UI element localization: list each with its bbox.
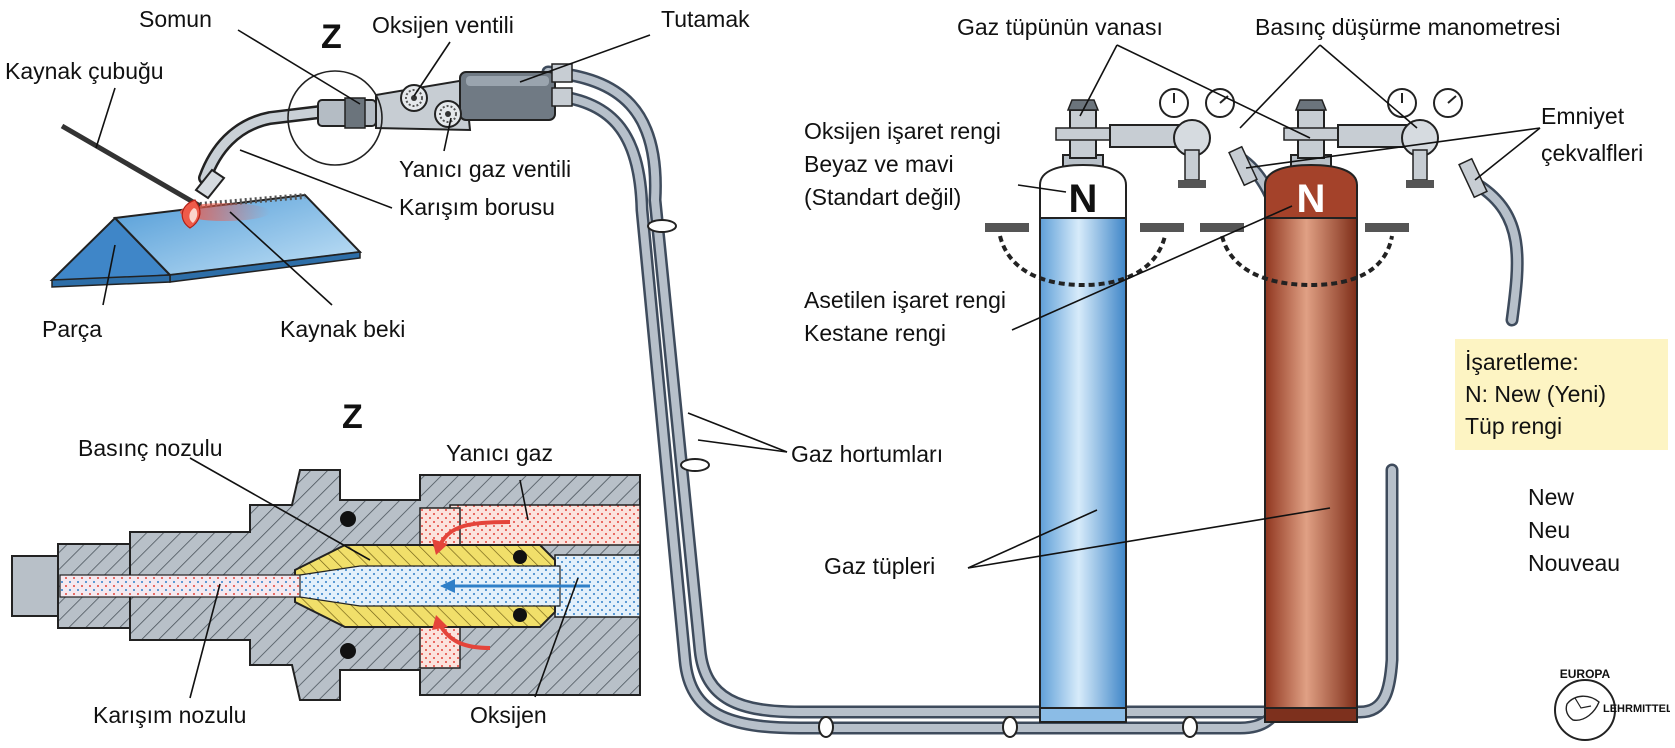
note-line-1: İşaretleme: <box>1465 349 1579 375</box>
marking-note: İşaretleme: N: New (Yeni) Tüp rengi <box>1455 339 1668 450</box>
label-z-section: Z <box>342 398 363 436</box>
europa-lehrmittel-logo: EUROPA LEHRMITTEL <box>1554 668 1670 741</box>
label-kaynak-cubugu: Kaynak çubuğu <box>5 58 164 84</box>
note-line-3: Tüp rengi <box>1465 413 1563 439</box>
label-emniyet: Emniyet <box>1541 103 1625 129</box>
label-kestane-rengi: Kestane rengi <box>804 320 946 346</box>
pressure-gauge-icon <box>1433 88 1463 118</box>
label-neu: Neu <box>1528 517 1570 543</box>
pressure-gauge-icon <box>1387 88 1417 118</box>
detail-z-circle <box>287 70 383 166</box>
label-cekvalfleri: çekvalfleri <box>1541 140 1643 166</box>
cylinder-valve-icon <box>1055 99 1113 159</box>
label-new: New <box>1528 484 1574 510</box>
acetylene-cylinder <box>1264 154 1358 723</box>
label-z-top: Z <box>321 18 342 56</box>
label-gaz-tupleri: Gaz tüpleri <box>824 553 935 579</box>
valve-knob-icon <box>434 100 462 128</box>
acetylene-chain <box>1220 235 1394 288</box>
label-gaz-tupunun-vanasi: Gaz tüpünün vanası <box>957 14 1163 40</box>
flame-icon <box>181 199 201 229</box>
label-beyaz-ve-mavi: Beyaz ve mavi <box>804 151 954 177</box>
label-karisim-nozulu: Karışım nozulu <box>93 702 246 728</box>
acetylene-regulator <box>1337 119 1439 188</box>
label-somun: Somun <box>139 6 212 32</box>
logo-top-text: EUROPA <box>1560 668 1611 681</box>
oxygen-chain <box>998 235 1167 288</box>
cylinder-stand <box>985 223 1409 232</box>
check-valve-icon <box>1228 145 1258 187</box>
label-standart-degil: (Standart değil) <box>804 184 961 210</box>
label-nouveau: Nouveau <box>1528 550 1620 576</box>
valve-knob-icon <box>400 84 428 112</box>
oxygen-regulator <box>1109 119 1211 188</box>
leader-lines <box>95 29 1541 699</box>
gas-hoses <box>541 65 1524 738</box>
note-line-2: N: New (Yeni) <box>1465 381 1607 407</box>
logo-side-text: LEHRMITTEL <box>1603 703 1670 715</box>
z-cross-section <box>11 469 641 701</box>
oxygen-tank-mark: N <box>1069 177 1098 221</box>
oxygen-cylinder <box>1039 154 1127 723</box>
label-tutamak: Tutamak <box>661 6 750 32</box>
label-basinc-nozulu: Basınç nozulu <box>78 435 222 461</box>
workpiece <box>49 193 363 288</box>
label-oksijen-ventili: Oksijen ventili <box>372 12 514 38</box>
label-parca: Parça <box>42 316 102 342</box>
label-yanici-gaz-ventili: Yanıcı gaz ventili <box>399 156 571 182</box>
label-basinc-dusurme-manometresi: Basınç düşürme manometresi <box>1255 14 1561 40</box>
acetylene-tank-mark: N <box>1297 177 1326 221</box>
pressure-gauge-icon <box>1159 88 1189 118</box>
label-gaz-hortumlari: Gaz hortumları <box>791 441 943 467</box>
label-oksijen-isaret-rengi: Oksijen işaret rengi <box>804 118 1001 144</box>
welding-rod <box>60 123 202 209</box>
pressure-gauge-icon <box>1205 88 1235 118</box>
check-valve-icon <box>1458 157 1488 199</box>
label-yanici-gaz: Yanıcı gaz <box>446 440 553 466</box>
label-karisim-borusu: Karışım borusu <box>399 194 555 220</box>
label-asetilen-isaret-rengi: Asetilen işaret rengi <box>804 287 1006 313</box>
label-kaynak-beki: Kaynak beki <box>280 316 405 342</box>
label-oksijen: Oksijen <box>470 702 547 728</box>
